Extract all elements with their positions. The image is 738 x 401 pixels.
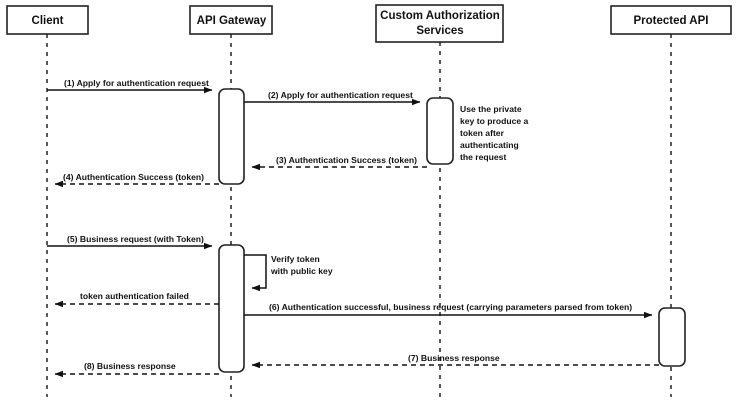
message-7[interactable]: (7) Business response — [251, 353, 659, 369]
message-4-label: (4) Authentication Success (token) — [63, 172, 204, 182]
participant-box-api-gateway[interactable] — [189, 5, 273, 35]
participant-box-protected-api[interactable] — [610, 5, 732, 35]
message-3[interactable]: (3) Authentication Success (token) — [251, 155, 427, 171]
message-token-authentication-failed[interactable]: token authentication failed — [54, 291, 219, 308]
activation-bar-custom-auth — [426, 97, 454, 165]
note-private-key: Use the private key to produce a token a… — [460, 104, 529, 162]
self-message-verify-token-path — [244, 254, 267, 292]
lifelines-group — [46, 34, 672, 397]
note-private-key-line5: the request — [460, 152, 506, 162]
note-private-key-line3: token after — [460, 128, 505, 138]
participant-api-gateway[interactable]: API Gateway — [189, 5, 273, 35]
participant-protected-api[interactable]: Protected API — [610, 5, 732, 35]
self-message-verify-token[interactable]: Verify token with public key — [244, 254, 333, 292]
participant-custom-auth[interactable]: Custom Authorization Services — [375, 4, 504, 43]
message-5[interactable]: (5) Business request (with Token) — [47, 234, 213, 250]
self-message-verify-token-label-line2: with public key — [270, 266, 333, 276]
participant-label-protected-api: Protected API — [634, 15, 709, 27]
note-private-key-line4: authenticating — [460, 140, 519, 150]
participant-label-custom-auth-line2: Services — [416, 25, 463, 37]
message-4[interactable]: (4) Authentication Success (token) — [54, 172, 219, 188]
note-private-key-line2: key to produce a — [460, 116, 529, 126]
participant-box-custom-auth[interactable] — [375, 4, 504, 43]
message-8-label: (8) Business response — [84, 361, 176, 371]
self-message-verify-token-label-line1: Verify token — [271, 254, 320, 264]
message-7-label: (7) Business response — [408, 353, 500, 363]
participant-label-client: Client — [32, 15, 64, 27]
message-8[interactable]: (8) Business response — [54, 361, 219, 378]
message-2[interactable]: (2) Apply for authentication request — [244, 90, 421, 106]
activation-bar-api-gateway-business — [218, 244, 245, 373]
activation-bar-api-gateway-auth — [218, 88, 245, 185]
participant-client[interactable]: Client — [6, 5, 89, 35]
participant-label-custom-auth-line1: Custom Authorization — [380, 10, 500, 22]
message-6[interactable]: (6) Authentication successful, business … — [244, 302, 653, 319]
message-2-label: (2) Apply for authentication request — [268, 90, 413, 100]
note-private-key-line1: Use the private — [460, 104, 522, 114]
participant-label-api-gateway: API Gateway — [197, 15, 267, 27]
message-1[interactable]: (1) Apply for authentication request — [47, 78, 213, 94]
participant-box-client[interactable] — [6, 5, 89, 35]
message-5-label: (5) Business request (with Token) — [67, 234, 204, 244]
message-token-authentication-failed-label: token authentication failed — [80, 291, 189, 301]
activation-bars-group — [218, 88, 686, 373]
message-3-label: (3) Authentication Success (token) — [276, 155, 417, 165]
message-1-label: (1) Apply for authentication request — [64, 78, 209, 88]
activation-bar-protected-api — [658, 307, 686, 367]
message-6-label: (6) Authentication successful, business … — [269, 302, 632, 312]
